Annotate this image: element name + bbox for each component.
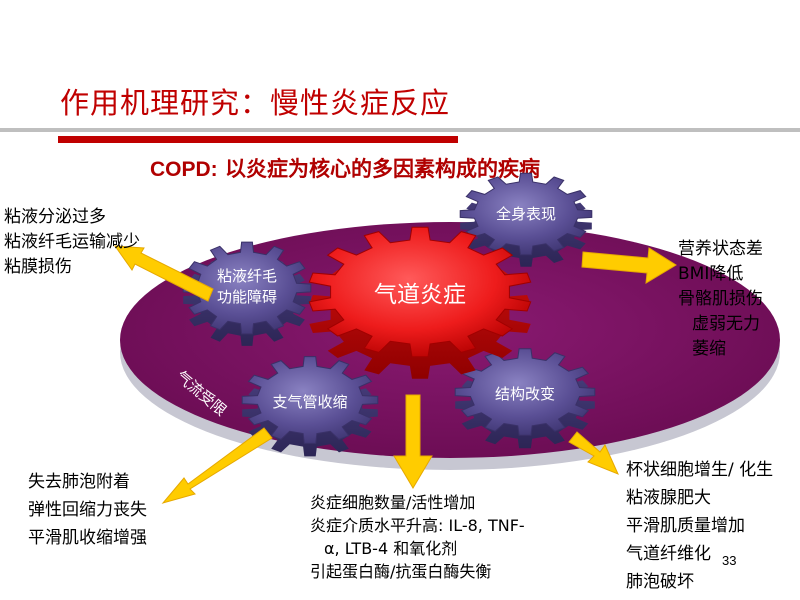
gear-label-bronchoconstriction: 支气管收缩 [272,393,347,411]
note-structure-line: 平滑肌质量增加 [626,516,745,536]
note-systemic: 营养状态差 BMI降低 骨骼肌损伤 虚弱无力 萎缩 [678,237,763,362]
slide-title: 作用机理研究：慢性炎症反应 [60,86,451,120]
arrow-mucus [113,245,214,302]
note-bronchus: 失去肺泡附着 弹性回缩力丧失 平滑肌收缩增强 [28,468,147,552]
title-rule-gray [0,128,800,132]
gear-structural-change-icon [454,348,596,449]
gear-layer [182,172,596,457]
note-inflammation-line: α, LTB-4 和氧化剂 [324,539,458,558]
arrow-systemic [581,247,677,284]
gear-label-mucus-line2: 功能障碍 [217,288,277,306]
gear-label-structural-change: 结构改变 [495,385,555,403]
note-bronchus-line: 平滑肌收缩增强 [28,528,147,548]
note-structure-line: 粘液腺肥大 [626,488,711,508]
title-rule-red [58,136,458,143]
gear-label-systemic: 全身表现 [496,205,556,223]
gear-bronchoconstriction-icon [241,356,379,457]
note-systemic-line: 虚弱无力 [692,314,760,334]
subtitle-lead: COPD: [150,158,218,181]
note-bronchus-line: 失去肺泡附着 [28,472,130,492]
note-structure: 杯状细胞增生/ 化生 粘液腺肥大 平滑肌质量增加 气道纤维化 肺泡破坏 [626,456,773,596]
note-structure-line: 杯状细胞增生/ 化生 [626,460,774,480]
arrow-bronchus [161,427,273,504]
gear-label-airway-inflammation: 气道炎症 [374,282,466,308]
subtitle-rest: 以炎症为核心的多因素构成的疾病 [217,157,540,181]
note-systemic-line: 营养状态差 [678,239,763,259]
note-systemic-line: 骨骼肌损伤 [678,289,763,309]
note-mucus-line: 粘液纤毛运输减少 [4,232,140,252]
gear-mucociliary-icon [182,241,312,346]
note-systemic-line: BMI降低 [678,264,744,284]
note-mucus: 粘液分泌过多 粘液纤毛运输减少 粘膜损伤 [4,205,140,280]
slide-subtitle: COPD: 以炎症为核心的多因素构成的疾病 [150,153,540,183]
note-bronchus-line: 弹性回缩力丧失 [28,500,147,520]
gear-airway-inflammation-icon [308,226,532,379]
gear-label-mucus-line1: 粘液纤毛 [217,267,277,285]
note-mucus-line: 粘液分泌过多 [4,207,106,227]
note-systemic-line: 萎缩 [692,339,726,359]
note-inflammation-line: 炎症细胞数量/活性增加 [310,493,476,512]
note-inflammation-line: 引起蛋白酶/抗蛋白酶失衡 [310,562,492,581]
note-structure-line: 肺泡破坏 [626,572,694,592]
note-structure-line: 气道纤维化 [626,544,711,564]
page-number: 33 [722,553,737,568]
arrow-structure [568,431,619,475]
arrow-inflammation [393,394,433,489]
note-inflammation-line: 炎症介质水平升高: IL-8, TNF- [310,516,525,535]
gear-systemic-icon [459,172,593,267]
note-inflammation: 炎症细胞数量/活性增加 炎症介质水平升高: IL-8, TNF- α, LTB-… [310,491,525,583]
note-mucus-line: 粘膜损伤 [4,257,72,277]
